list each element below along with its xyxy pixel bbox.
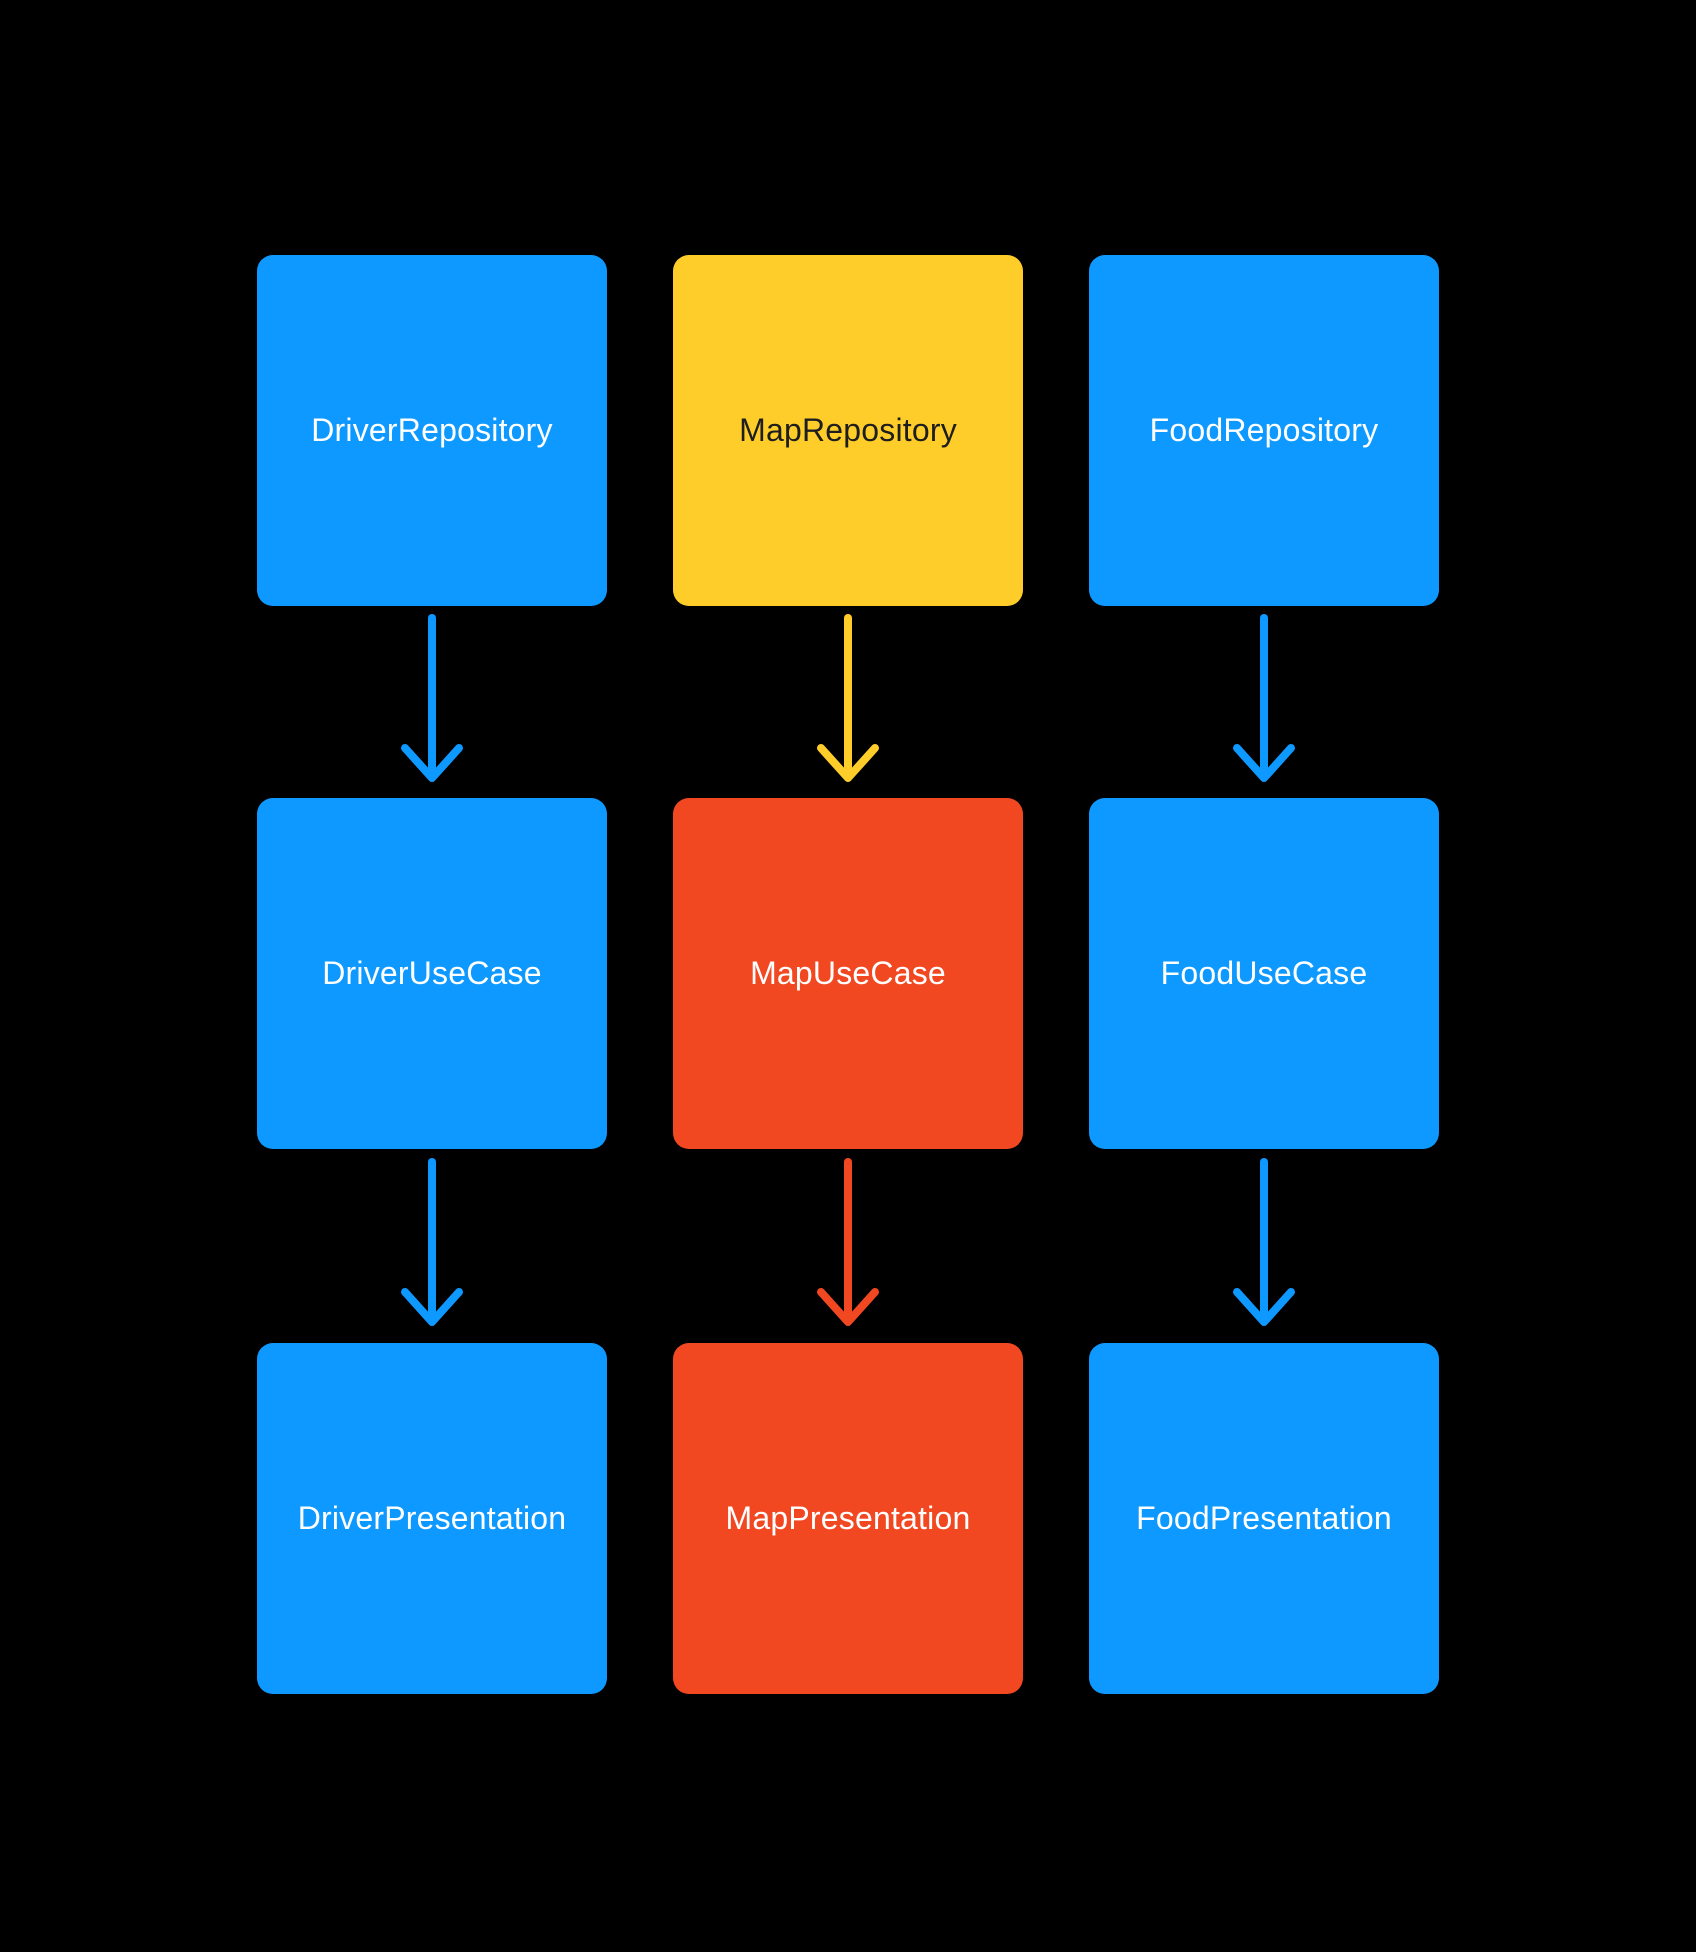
down-arrow-icon — [401, 614, 463, 782]
node-label: MapPresentation — [725, 1500, 971, 1536]
node-food-usecase: FoodUseCase — [1089, 798, 1439, 1149]
node-label: FoodUseCase — [1160, 955, 1368, 991]
node-label: MapUseCase — [750, 955, 946, 991]
arrow-driver-usecase-to-presentation — [257, 1149, 607, 1343]
node-label: DriverUseCase — [322, 955, 542, 991]
node-label: FoodRepository — [1149, 412, 1379, 448]
column-map: MapRepository MapUseCase MapPresentation — [673, 255, 1023, 1694]
down-arrow-icon — [1233, 1158, 1295, 1326]
down-arrow-icon — [401, 1158, 463, 1326]
arrow-map-usecase-to-presentation — [673, 1149, 1023, 1343]
node-map-repository: MapRepository — [673, 255, 1023, 606]
node-driver-presentation: DriverPresentation — [257, 1343, 607, 1694]
down-arrow-icon — [817, 614, 879, 782]
arrow-food-usecase-to-presentation — [1089, 1149, 1439, 1343]
node-label: DriverPresentation — [297, 1500, 567, 1536]
arrow-map-repository-to-usecase — [673, 606, 1023, 798]
node-label: DriverRepository — [311, 412, 553, 448]
node-label: FoodPresentation — [1136, 1500, 1392, 1536]
arrow-food-repository-to-usecase — [1089, 606, 1439, 798]
node-map-usecase: MapUseCase — [673, 798, 1023, 1149]
column-food: FoodRepository FoodUseCase FoodPresentat… — [1089, 255, 1439, 1694]
column-driver: DriverRepository DriverUseCase DriverPre… — [257, 255, 607, 1694]
node-food-repository: FoodRepository — [1089, 255, 1439, 606]
node-driver-repository: DriverRepository — [257, 255, 607, 606]
node-driver-usecase: DriverUseCase — [257, 798, 607, 1149]
diagram-grid: DriverRepository DriverUseCase DriverPre… — [257, 255, 1439, 1694]
down-arrow-icon — [1233, 614, 1295, 782]
down-arrow-icon — [817, 1158, 879, 1326]
node-label: MapRepository — [739, 412, 957, 448]
node-food-presentation: FoodPresentation — [1089, 1343, 1439, 1694]
node-map-presentation: MapPresentation — [673, 1343, 1023, 1694]
arrow-driver-repository-to-usecase — [257, 606, 607, 798]
